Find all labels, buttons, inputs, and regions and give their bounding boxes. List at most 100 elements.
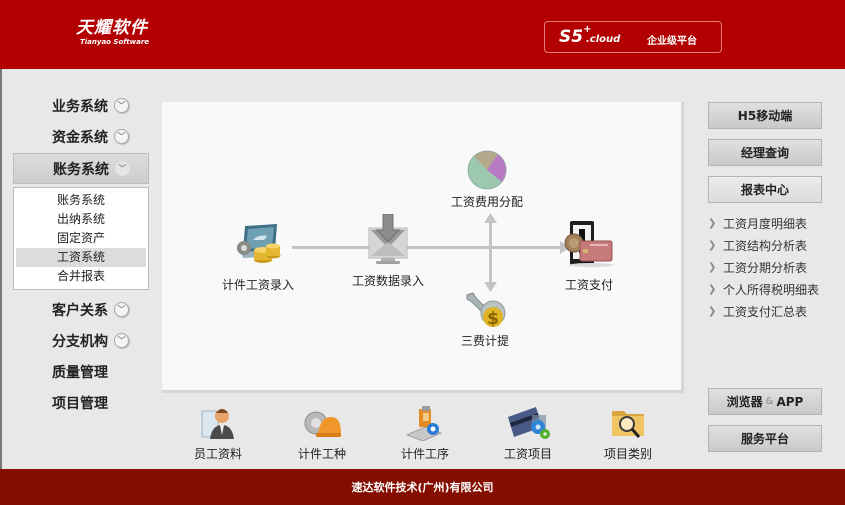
platform-tier: 企业级平台 [647,36,697,47]
double-chevron-down-icon[interactable]: ﹀ [114,98,129,113]
flow-node-label: 计件工资录入 [222,278,295,292]
arrow-up-icon [484,213,497,223]
process-tool-icon [405,406,443,441]
shortcut-employee-profile[interactable]: 员工资料 [194,405,242,462]
report-list: ❯ 工资月度明细表 ❯ 工资结构分析表 ❯ 工资分期分析表 ❯ 个人所得税明细表… [708,212,822,322]
chevron-right-icon: ❯ [708,239,717,251]
sidebar-item-label: 质量管理 [52,364,108,381]
double-chevron-down-icon[interactable]: ﹀ [114,302,129,317]
monitor-download-icon [368,214,408,264]
hardhat-gear-icon [304,411,341,437]
shortcut-item-category[interactable]: 项目类别 [604,405,652,462]
laptop-coins-gear-icon [237,224,281,263]
report-link-monthly-payroll-detail[interactable]: ❯ 工资月度明细表 [708,212,822,234]
logo-text-cn: 天耀软件 [76,18,148,38]
sidebar-item-quality[interactable]: 质量管理 [13,356,149,387]
card-gears-icon [508,407,550,439]
flow-connector-line [292,246,562,249]
flow-node-piecework-entry[interactable]: 计件工资录入 [222,222,294,293]
flow-node-label: 工资费用分配 [451,195,524,209]
h5-mobile-button[interactable]: H5移动端 [708,102,822,129]
shortcut-label: 项目类别 [604,447,653,461]
chevron-right-icon: ❯ [708,283,717,295]
browser-app-button[interactable]: 浏览器 & APP [708,388,822,415]
sidebar-item-accounting[interactable]: 账务系统 ﹀ [13,153,149,184]
browser-app-tail: APP [776,394,804,409]
shortcut-label: 计件工序 [401,447,450,461]
arrow-down-icon [484,282,497,292]
wrench-dollar-icon: $ [466,292,506,329]
flow-node-three-fees-accrual[interactable]: $ 三费计提 [461,291,509,349]
employee-profile-icon [201,409,234,439]
sidebar-item-funds[interactable]: 资金系统 ﹀ [13,121,149,152]
sidebar-item-label: 分支机构 [52,333,108,350]
left-edge-divider [0,69,2,469]
flow-node-payroll-payment[interactable]: 工资支付 [564,219,614,293]
sidebar-item-projects[interactable]: 项目管理 [13,387,149,418]
report-link-payroll-structure-analysis[interactable]: ❯ 工资结构分析表 [708,234,822,256]
double-chevron-down-icon[interactable]: ﹀ [114,129,129,144]
chevron-right-icon: ❯ [708,261,717,273]
sidebar-nav: 业务系统 ﹀ 资金系统 ﹀ 账务系统 ﹀ 账务系统 出纳系统 固定资产 工资系统… [13,90,149,418]
report-center-button[interactable]: 报表中心 [708,176,822,203]
shortcut-label: 员工资料 [194,447,243,461]
logo-text-en: Tianyao Software [80,38,150,46]
shortcut-label: 计件工种 [298,447,347,461]
shortcut-bar: 员工资料 计件工种 计件工序 工资项目 [175,400,675,462]
sidebar-item-business[interactable]: 业务系统 ﹀ [13,90,149,121]
platform-badge: S5+ .cloud 企业级平台 [544,21,722,53]
submenu-item-fixed-assets[interactable]: 固定资产 [56,231,105,245]
submenu-item-consolidated-reports[interactable]: 合并报表 [56,269,105,283]
pie-chart-icon [467,150,507,190]
product-s5: S5 [559,27,584,47]
report-link-payroll-payment-summary[interactable]: ❯ 工资支付汇总表 [708,300,822,322]
right-panel: H5移动端 经理查询 报表中心 ❯ 工资月度明细表 ❯ 工资结构分析表 ❯ 工资… [708,102,822,322]
arrow-right-icon [560,241,570,254]
sidebar-item-branches[interactable]: 分支机构 ﹀ [13,325,149,356]
folder-search-icon [612,411,644,438]
report-label: 工资分期分析表 [723,260,808,275]
submenu-item-accounting[interactable]: 账务系统 [56,193,105,207]
report-label: 工资月度明细表 [723,216,808,231]
shortcut-label: 工资项目 [504,447,553,461]
shortcut-piecework-process[interactable]: 计件工序 [401,405,449,462]
submenu-item-cashier[interactable]: 出纳系统 [56,212,105,226]
browser-app-amp: & [765,396,774,407]
footer-bar: 速达软件技术(广州)有限公司 [0,469,845,505]
sidebar-item-label: 客户关系 [52,302,108,319]
sidebar-item-label: 业务系统 [52,98,108,115]
report-link-payroll-period-analysis[interactable]: ❯ 工资分期分析表 [708,256,822,278]
chevron-right-icon: ❯ [708,305,717,317]
sidebar-item-label: 账务系统 [53,161,109,178]
flow-node-label: 三费计提 [461,334,510,348]
accounting-submenu: 账务系统 出纳系统 固定资产 工资系统 合并报表 [13,187,149,290]
sidebar-item-label: 资金系统 [52,129,108,146]
flow-connector-line [489,219,492,286]
flow-node-payroll-cost-allocation[interactable]: 工资费用分配 [451,149,523,210]
browser-app-label: 浏览器 [726,395,763,409]
header-bar: 天耀软件 Tianyao Software S5+ .cloud 企业级平台 [0,0,845,69]
report-link-income-tax-detail[interactable]: ❯ 个人所得税明细表 [708,278,822,300]
report-label: 工资支付汇总表 [723,304,808,319]
service-platform-button[interactable]: 服务平台 [708,425,822,452]
submenu-item-payroll[interactable]: 工资系统 [16,248,146,267]
shortcut-piecework-job-type[interactable]: 计件工种 [298,405,346,462]
svg-text:$: $ [487,309,499,329]
double-chevron-down-icon[interactable]: ﹀ [115,161,130,176]
manager-query-button[interactable]: 经理查询 [708,139,822,166]
chevron-right-icon: ❯ [708,217,717,229]
flow-node-label: 工资数据录入 [352,274,425,288]
sidebar-item-label: 项目管理 [52,395,108,412]
product-cloud: .cloud [586,34,621,45]
payroll-flow-diagram: 计件工资录入 工资数据录入 工资费用分配 $ 三费计提 [162,102,684,393]
company-logo: 天耀软件 Tianyao Software [76,18,149,47]
sidebar-item-crm[interactable]: 客户关系 ﹀ [13,294,149,325]
phone-card-payment-icon [564,221,613,267]
shortcut-payroll-items[interactable]: 工资项目 [504,405,552,462]
double-chevron-down-icon[interactable]: ﹀ [114,333,129,348]
product-plus: + [583,24,592,36]
report-label: 个人所得税明细表 [723,282,820,297]
flow-node-label: 工资支付 [564,278,613,292]
flow-node-payroll-data-entry[interactable]: 工资数据录入 [352,214,424,289]
report-label: 工资结构分析表 [723,238,808,253]
